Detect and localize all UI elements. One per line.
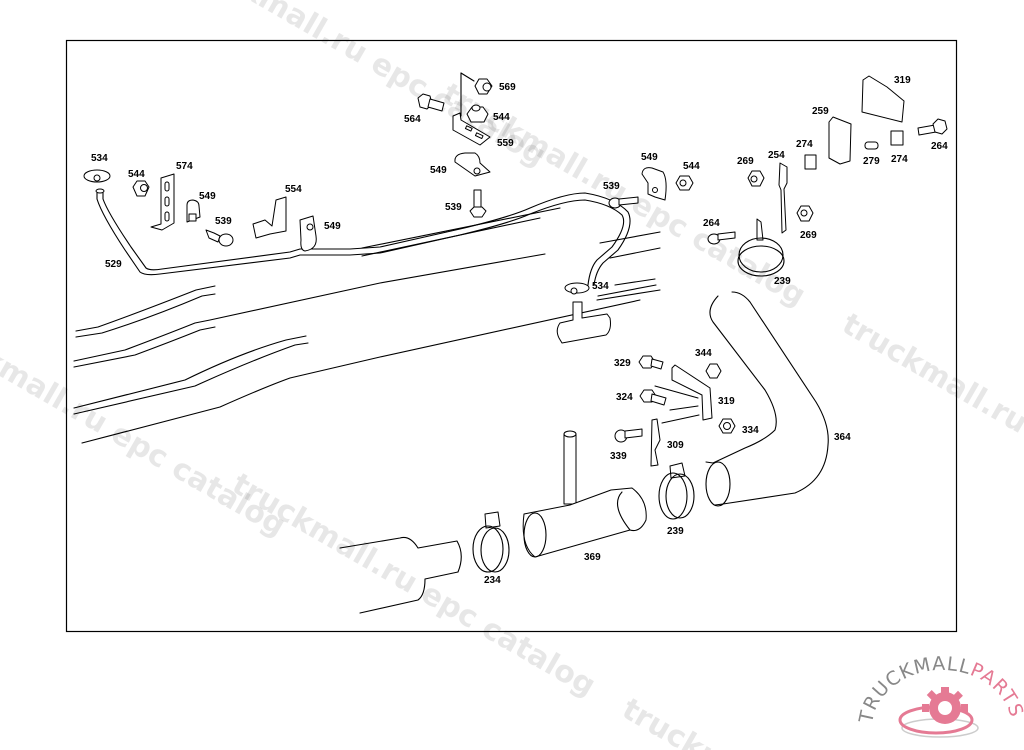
bolt-icon[interactable] [917,118,948,136]
hose-clamp-icon[interactable] [564,282,590,295]
part-label[interactable]: 549 [324,221,341,232]
bolt-icon[interactable] [469,189,487,218]
bolt-icon[interactable] [707,231,736,245]
part-label[interactable]: 529 [105,259,122,270]
part-front-pipe[interactable] [339,536,462,614]
watermark-text: truckmall.ru epc catalog [176,0,551,174]
part-label[interactable]: 534 [91,153,108,164]
part-label[interactable]: 549 [430,165,447,176]
part-label[interactable]: 549 [199,191,216,202]
part-label[interactable]: 264 [703,218,720,229]
part-label[interactable]: 319 [718,396,735,407]
watermark-text: truckmall.ru epc catalog [836,307,1024,544]
part-label[interactable]: 269 [800,230,817,241]
part-label[interactable]: 319 [894,75,911,86]
part-label[interactable]: 559 [497,138,514,149]
part-label[interactable]: 369 [584,552,601,563]
bolt-icon[interactable] [205,229,234,247]
part-labels: 534 544 574 549 539 554 549 529 564 569 … [91,75,948,586]
part-label[interactable]: 234 [484,575,501,586]
nut-icon[interactable] [474,78,493,95]
slotted-bracket-icon[interactable] [150,173,175,231]
part-label[interactable]: 564 [404,114,421,125]
part-label[interactable]: 259 [812,106,829,117]
part-label[interactable]: 309 [667,440,684,451]
washer-icon[interactable] [804,154,817,170]
part-label[interactable]: 549 [641,152,658,163]
part-label[interactable]: 539 [603,181,620,192]
hardware-parts [83,72,948,295]
pipe-clip-icon[interactable] [186,199,201,223]
part-label[interactable]: 329 [614,358,631,369]
part-label[interactable]: 364 [834,432,851,443]
part-label[interactable]: 539 [215,216,232,227]
rubber-mount-icon[interactable] [828,116,852,165]
nut-icon[interactable] [747,170,765,187]
chassis-rails [73,207,661,444]
angle-bracket-icon[interactable] [252,196,287,239]
part-label[interactable]: 544 [683,161,700,172]
part-label[interactable]: 534 [592,281,609,292]
part-label[interactable]: 264 [931,141,948,152]
nut-icon[interactable] [466,104,489,123]
part-label[interactable]: 344 [695,348,712,359]
pipe-clamp-icon[interactable] [658,462,695,520]
part-label[interactable]: 544 [493,112,510,123]
heat-shield-icon[interactable] [861,75,905,123]
part-label[interactable]: 274 [796,139,813,150]
part-label[interactable]: 239 [667,526,684,537]
part-label[interactable]: 334 [742,425,759,436]
part-label[interactable]: 539 [445,202,462,213]
diagram-frame [65,39,958,633]
part-bent-pipe-364[interactable] [705,291,829,507]
watermark-text: truckmall.ru epc catalog [226,467,601,704]
part-label[interactable]: 569 [499,82,516,93]
nut-icon[interactable] [796,205,814,222]
bolt-icon[interactable] [417,93,445,112]
hose-clamp-icon[interactable] [83,169,111,183]
part-t-pipe[interactable] [556,301,611,344]
part-label[interactable]: 554 [285,184,302,195]
part-label[interactable]: 574 [176,161,193,172]
part-label[interactable]: 279 [863,156,880,167]
truckmall-parts-logo[interactable]: TRUCKMALLPARTS [855,653,1024,738]
part-label[interactable]: 274 [891,154,908,165]
pipe-clip-icon[interactable] [454,152,491,177]
part-label[interactable]: 544 [128,169,145,180]
support-bracket-assembly[interactable] [614,355,736,467]
gear-icon [898,687,979,738]
pipe-clamp-icon[interactable] [472,511,510,573]
bolt-icon[interactable] [608,196,639,209]
part-label[interactable]: 339 [610,451,627,462]
nut-icon[interactable] [132,180,150,197]
part-muffler-pipe-369[interactable] [522,430,647,558]
washer-icon[interactable] [890,130,904,146]
nut-icon[interactable] [675,175,694,191]
pipe-clip-icon[interactable] [641,167,667,201]
part-label[interactable]: 269 [737,156,754,167]
part-label[interactable]: 239 [774,276,791,287]
part-label[interactable]: 254 [768,150,785,161]
logo-text-accent: PARTS [967,659,1024,721]
spacer-icon[interactable] [864,141,879,150]
part-pipe-529[interactable] [95,188,631,286]
pipe-clamp-icon[interactable] [737,218,785,277]
part-label[interactable]: 324 [616,392,633,403]
plate-bracket-icon[interactable] [452,72,491,146]
hanger-strap-icon[interactable] [778,162,788,234]
pipe-clip-icon[interactable] [299,215,317,252]
